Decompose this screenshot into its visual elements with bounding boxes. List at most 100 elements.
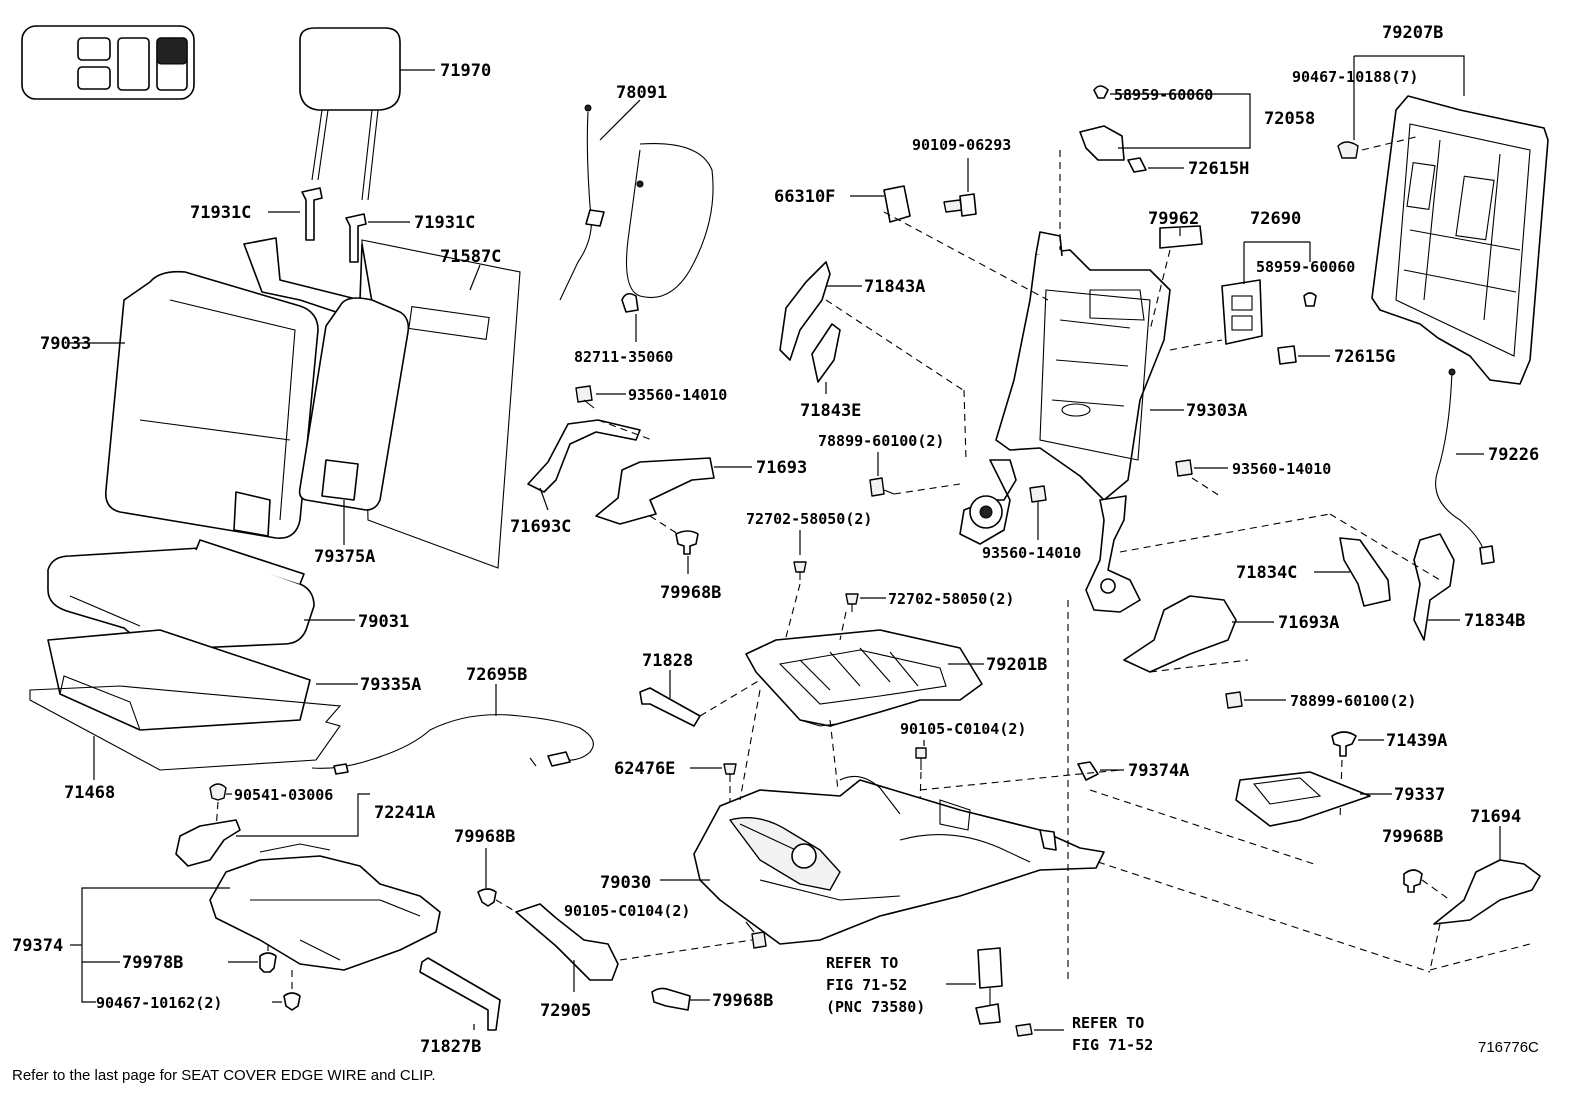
footer-note: Refer to the last page for SEAT COVER ED…: [12, 1067, 436, 1084]
cover-71834B: [1413, 533, 1460, 641]
label-71828: 71828: [642, 651, 693, 671]
assembly-guide-lines: [739, 389, 1441, 980]
bolt-93560-14010-left: [575, 385, 626, 409]
label-79968B-c: 79968B: [454, 827, 515, 847]
bracket-71828: [639, 670, 761, 727]
bolt-90105-C0104-b: [619, 921, 767, 961]
label-79031: 79031: [358, 612, 409, 632]
label-71468: 71468: [64, 783, 115, 803]
switch-72690: [1169, 241, 1317, 351]
cable-79226: [1435, 368, 1495, 565]
part-79374A: [1077, 761, 1124, 781]
label-71931C-left: 71931C: [190, 203, 251, 223]
label-62476E: 62476E: [614, 759, 675, 779]
label-78091: 78091: [616, 83, 667, 103]
label-66310F: 66310F: [774, 187, 835, 207]
label-78899-60100-b: 78899-60100(2): [1290, 692, 1416, 710]
label-71843A: 71843A: [864, 277, 925, 297]
cover-71694: [1429, 826, 1541, 971]
label-79968B-b: 79968B: [1382, 827, 1443, 847]
headrest-support-right: [345, 213, 410, 263]
label-90467-10188: 90467-10188(7): [1292, 68, 1418, 86]
recliner-cover-71693: [595, 419, 752, 525]
label-71693C: 71693C: [510, 517, 571, 537]
clip-79978B: [228, 944, 277, 973]
label-93560-14010-b: 93560-14010: [982, 544, 1081, 562]
recliner-mechanism: [959, 459, 1141, 613]
label-72702-58050-b: 72702-58050(2): [888, 590, 1014, 608]
label-72615G: 72615G: [1334, 347, 1395, 367]
cover-72241A: [175, 793, 370, 867]
screw-72702-58050-b: [845, 593, 886, 612]
label-79962: 79962: [1148, 209, 1199, 229]
label-82711-35060: 82711-35060: [574, 348, 673, 366]
cover-71834C: [1314, 537, 1391, 607]
seat-back-frame-79303A: [995, 231, 1184, 501]
label-79030: 79030: [600, 873, 651, 893]
refer-right-line1: REFER TO: [1072, 1014, 1144, 1032]
refer-left-line3: (PNC 73580): [826, 998, 925, 1016]
seat-cushion-cover: [47, 539, 355, 651]
label-79968B-d: 79968B: [712, 991, 773, 1011]
seat-back-cover: [68, 270, 319, 539]
label-72615H: 72615H: [1188, 159, 1249, 179]
label-79374: 79374: [12, 936, 63, 956]
clip-79968B-a: [649, 515, 699, 574]
label-79201B: 79201B: [986, 655, 1047, 675]
label-93560-14010-a: 93560-14010: [628, 386, 727, 404]
label-79226: 79226: [1488, 445, 1539, 465]
refer-right-line2: FIG 71-52: [1072, 1036, 1153, 1054]
label-71827B: 71827B: [420, 1037, 481, 1057]
clip-90467-10162: [272, 970, 301, 1011]
bolt-93560-14010-center: [1029, 485, 1047, 540]
bolt-78899-60100-b: [1225, 691, 1286, 709]
headrest-part: [299, 27, 435, 201]
label-71970: 71970: [440, 61, 491, 81]
label-90105-C0104-b: 90105-C0104(2): [564, 902, 690, 920]
label-58959-60060-a: 58959-60060: [1114, 86, 1213, 104]
label-71834C: 71834C: [1236, 563, 1297, 583]
clip-79968B-b: [1403, 869, 1451, 901]
refer-left-line1: REFER TO: [826, 954, 898, 972]
label-72241A: 72241A: [374, 803, 435, 823]
label-90105-C0104-a: 90105-C0104(2): [900, 720, 1026, 738]
label-72690: 72690: [1250, 209, 1301, 229]
headrest-support-left: [268, 187, 323, 241]
release-cable: [559, 99, 714, 342]
label-93560-14010-c: 93560-14010: [1232, 460, 1331, 478]
label-71931C-right: 71931C: [414, 213, 475, 233]
label-79207B: 79207B: [1382, 23, 1443, 43]
label-79375A: 79375A: [314, 547, 375, 567]
seat-frame-79030: [660, 775, 1105, 945]
label-79337: 79337: [1394, 785, 1445, 805]
seat-back-pad: [243, 237, 410, 545]
clip-79968B-d: [651, 987, 710, 1011]
part-79962: [1149, 225, 1203, 331]
seat-belt-buckle: [946, 947, 1064, 1037]
cover-71827B: [419, 957, 501, 1031]
label-78899-60100-a: 78899-60100(2): [818, 432, 944, 450]
label-72905: 72905: [540, 1001, 591, 1021]
refer-left-line2: FIG 71-52: [826, 976, 907, 994]
seat-back-board-79207B: [1337, 55, 1549, 385]
label-79374A: 79374A: [1128, 761, 1189, 781]
label-72695B: 72695B: [466, 665, 527, 685]
label-72702-58050-a: 72702-58050(2): [746, 510, 872, 528]
cover-71843A: [779, 261, 967, 393]
label-71834B: 71834B: [1464, 611, 1525, 631]
label-71843E: 71843E: [800, 401, 861, 421]
seat-cushion-pad: [47, 629, 358, 731]
cover-79374: [209, 843, 441, 971]
part-66310F: [850, 185, 1049, 301]
recliner-cover-71693A: [1123, 595, 1274, 673]
label-90109-06293: 90109-06293: [912, 136, 1011, 154]
label-79968B-a: 79968B: [660, 583, 721, 603]
label-79303A: 79303A: [1186, 401, 1247, 421]
part-72615G: [1277, 345, 1330, 365]
cushion-sheet: [29, 685, 342, 780]
cushion-frame-79201B: [745, 629, 984, 727]
bolt-90109-06293: [943, 158, 977, 217]
cover-79337: [1235, 771, 1392, 827]
recliner-cover-71693C: [527, 419, 641, 511]
